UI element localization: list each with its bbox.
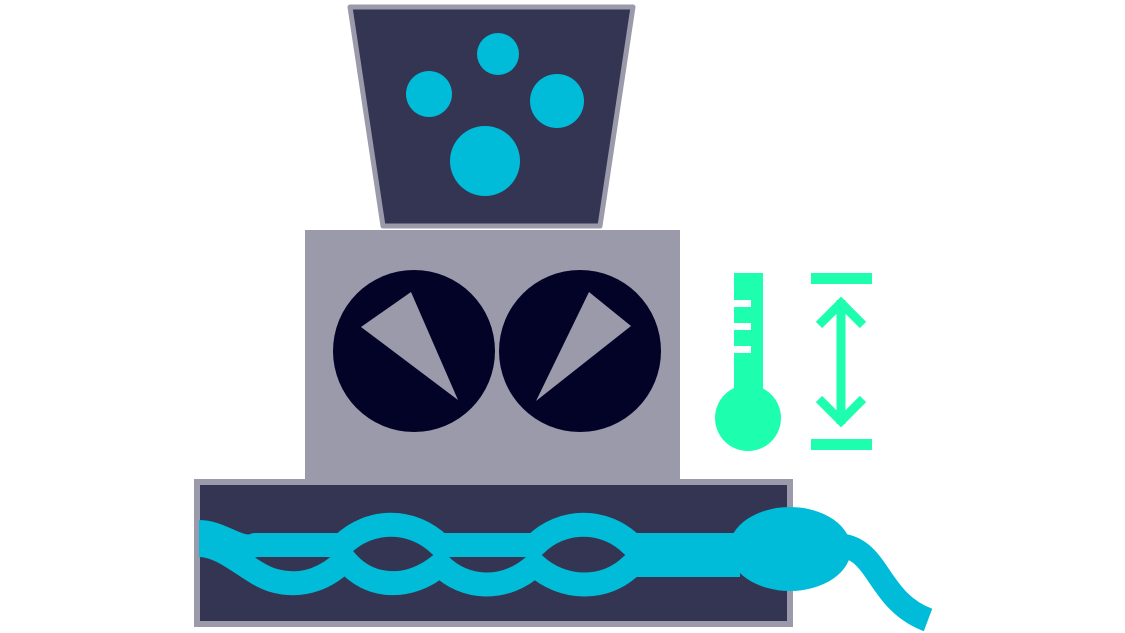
melt-blob <box>729 507 851 591</box>
thermometer-tick <box>734 346 751 353</box>
hopper-body <box>347 4 636 229</box>
range-arrow-up <box>815 296 867 329</box>
extruder-barrel <box>194 479 933 632</box>
range-bottom-bar <box>811 439 872 450</box>
pellet-icon <box>406 71 452 117</box>
vertical-range-arrow-icon <box>811 273 872 450</box>
thermometer-bulb <box>715 385 781 451</box>
thermometer-tick <box>734 323 751 330</box>
pellet-icon <box>450 126 520 196</box>
pellet-icon <box>477 33 519 75</box>
pellet-icon <box>530 74 584 128</box>
thermometer-icon <box>715 273 781 451</box>
roller-left-blade <box>361 292 458 400</box>
hopper <box>347 4 636 229</box>
roller-right-blade <box>536 292 631 401</box>
thermometer-tick <box>734 300 751 307</box>
mixer-chamber <box>305 230 680 482</box>
range-top-bar <box>811 273 872 284</box>
range-arrow-down <box>815 395 867 428</box>
extrudate-strand <box>833 533 933 632</box>
screw-flow-icon <box>197 512 740 597</box>
